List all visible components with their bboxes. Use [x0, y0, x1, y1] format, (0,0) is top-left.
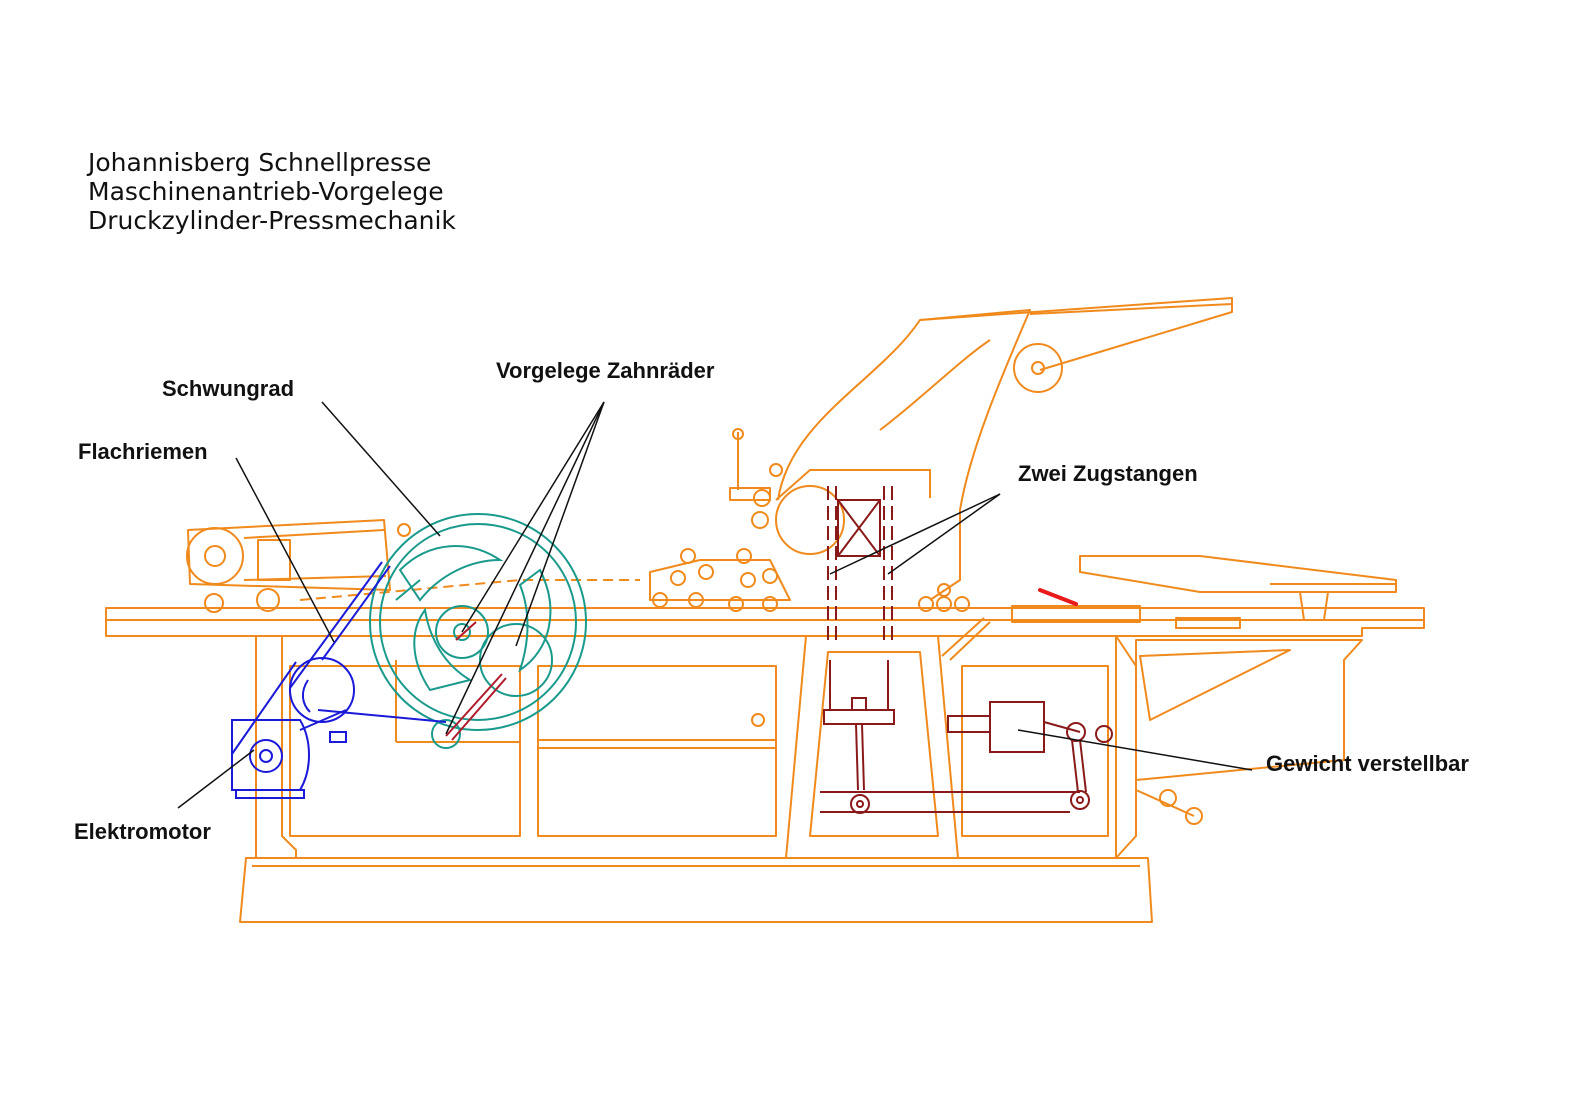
label-zwei-zugstangen: Zwei Zugstangen — [1018, 461, 1198, 486]
diagram-title: Johannisberg Schnellpresse Maschinenantr… — [88, 148, 456, 235]
label-schwungrad: Schwungrad — [162, 376, 295, 401]
label-flachriemen: Flachriemen — [78, 439, 208, 464]
electric-motor — [231, 561, 447, 799]
leader-zugstangen-2 — [887, 493, 1001, 575]
leader-schwungrad — [321, 401, 441, 537]
press-mechanism — [820, 486, 1113, 814]
leader-vorgelege-3 — [445, 401, 605, 735]
leader-gewicht — [1017, 729, 1253, 771]
label-gewicht-verstellbar: Gewicht verstellbar — [1266, 751, 1469, 776]
title-line-2: Maschinenantrieb-Vorgelege — [88, 177, 444, 206]
leader-vorgelege-2 — [515, 401, 605, 647]
leader-zugstangen-1 — [829, 493, 1001, 575]
gear-axle-marks — [445, 621, 507, 741]
roller-group-center — [652, 548, 778, 612]
title-line-3: Druckzylinder-Pressmechanik — [88, 206, 456, 235]
title-line-1: Johannisberg Schnellpresse — [88, 148, 432, 177]
machine-frame — [105, 297, 1425, 923]
roller-group-right — [918, 583, 970, 612]
leader-lines — [177, 401, 1253, 809]
leader-vorgelege-1 — [461, 401, 605, 633]
label-vorgelege-zahnraeder: Vorgelege Zahnräder — [496, 358, 715, 383]
leader-elektromotor — [177, 749, 255, 809]
highlight-mark — [1038, 588, 1078, 606]
label-elektromotor: Elektromotor — [74, 819, 211, 844]
leader-flachriemen — [235, 457, 335, 643]
flywheel-gears — [369, 513, 587, 749]
